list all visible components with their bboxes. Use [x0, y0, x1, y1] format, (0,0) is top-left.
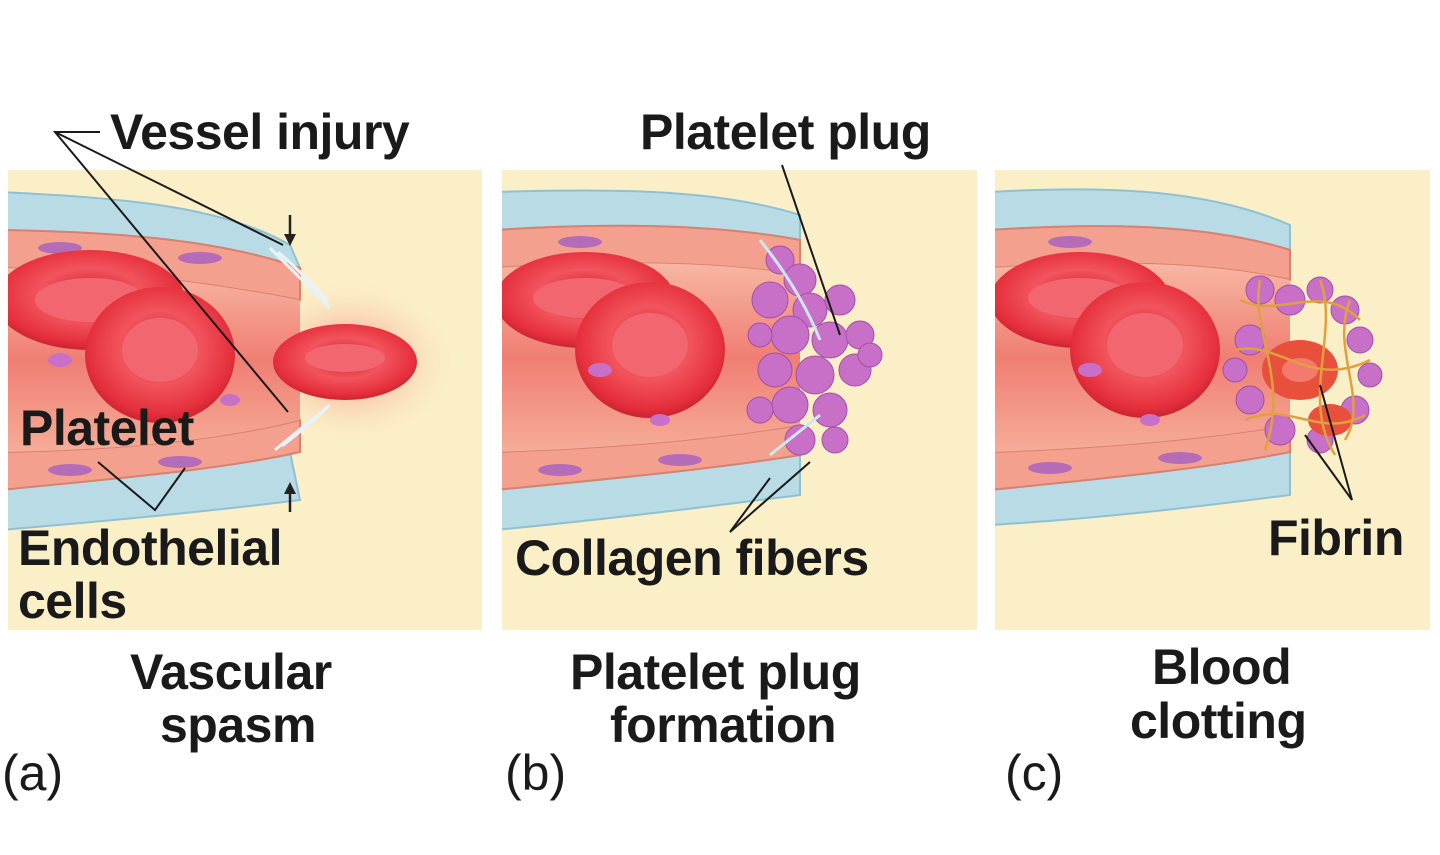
- panel-c-tag: (c): [1005, 745, 1064, 801]
- panel-a-vessel: [8, 191, 460, 531]
- panel-a-tag: (a): [2, 745, 64, 801]
- caption-a-line1: Vascular: [130, 644, 332, 700]
- fibrin-mesh: [1234, 279, 1371, 456]
- label-fibrin: Fibrin: [1268, 510, 1404, 566]
- label-vessel-injury: Vessel injury: [110, 104, 410, 160]
- panel-c-vessel: [995, 188, 1383, 526]
- caption-a-line2: spasm: [160, 697, 316, 753]
- caption-b-line2: formation: [610, 697, 837, 753]
- label-platelet: Platelet: [20, 400, 194, 456]
- label-endothelial-line2: cells: [18, 572, 127, 629]
- label-platelet-plug: Platelet plug: [640, 104, 931, 160]
- label-endothelial-line1: Endothelial: [18, 520, 282, 576]
- clot-platelet-cluster: [1222, 275, 1383, 454]
- label-endothelial-cells: Endothelial cells: [18, 522, 282, 627]
- leader-lines: [52, 131, 1353, 533]
- caption-c-line1: Blood: [1152, 639, 1292, 695]
- caption-c-line2: clotting: [1130, 693, 1307, 749]
- caption-b-line1: Platelet plug: [570, 644, 861, 700]
- label-collagen-fibers: Collagen fibers: [515, 530, 869, 586]
- panel-b-tag: (b): [505, 745, 567, 801]
- panel-b-vessel: [502, 189, 883, 531]
